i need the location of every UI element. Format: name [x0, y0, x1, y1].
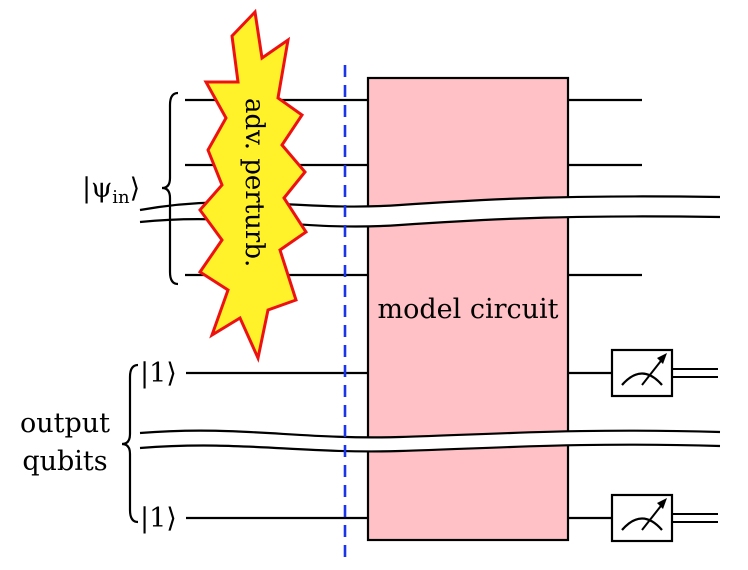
model-circuit-block	[366, 76, 570, 542]
measurement-bottom	[610, 493, 718, 543]
perturbation-burst	[197, 8, 309, 363]
input-brace	[161, 91, 179, 286]
output-qubits-label-line2: qubits	[22, 446, 107, 477]
output-qubit-wires	[186, 371, 612, 520]
break-band-lower	[139, 429, 721, 453]
perturbation-label: adv. perturb.	[239, 98, 269, 267]
output-ket-bottom: |1⟩	[140, 503, 177, 534]
input-state-label: |ψin⟩	[82, 173, 140, 208]
model-circuit-label: model circuit	[378, 294, 559, 325]
output-ket-top: |1⟩	[140, 358, 177, 389]
output-qubits-label-line1: output	[20, 408, 110, 439]
output-brace	[121, 363, 139, 524]
output-side-wires	[568, 98, 642, 277]
measurement-top	[610, 348, 718, 398]
